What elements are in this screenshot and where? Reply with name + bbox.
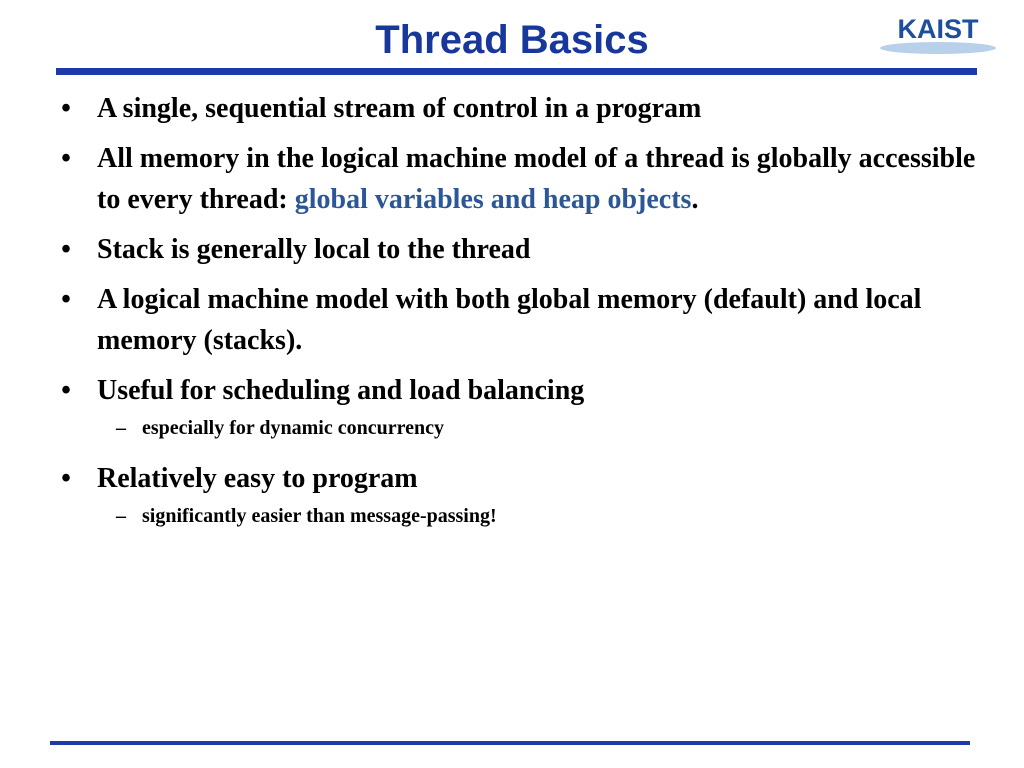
bullet-item: • Useful for scheduling and load balanci…: [56, 370, 976, 411]
bullet-marker: •: [61, 234, 71, 265]
bullet-text: A logical machine model with both global…: [97, 284, 922, 356]
bullet-marker: •: [61, 375, 71, 406]
sub-bullet-item: – especially for dynamic concurrency: [56, 414, 976, 442]
bullet-item: • All memory in the logical machine mode…: [56, 138, 976, 220]
slide-title: Thread Basics: [375, 18, 649, 62]
bullet-text: A single, sequential stream of control i…: [97, 93, 702, 124]
bullet-text: Stack is generally local to the thread: [97, 234, 531, 265]
sub-bullet-item: – significantly easier than message-pass…: [56, 502, 976, 530]
bullet-text: All memory in the logical machine model …: [97, 143, 976, 215]
sub-bullet-text: significantly easier than message-passin…: [142, 505, 497, 527]
bullet-list: • A single, sequential stream of control…: [56, 88, 976, 546]
sub-bullet-marker: –: [116, 505, 126, 527]
bullet-text: Useful for scheduling and load balancing: [97, 375, 585, 406]
sub-bullet-marker: –: [116, 417, 126, 439]
bullet-highlight: global variables and heap objects: [294, 184, 692, 215]
bullet-marker: •: [61, 143, 71, 174]
bullet-item: • A logical machine model with both glob…: [56, 279, 976, 361]
bullet-item: • Stack is generally local to the thread: [56, 229, 976, 270]
logo-text: KAIST: [898, 14, 980, 44]
kaist-logo: KAIST: [880, 14, 996, 54]
bullet-item: • A single, sequential stream of control…: [56, 88, 976, 129]
footer-rule: [50, 741, 970, 745]
bullet-marker: •: [61, 284, 71, 315]
bullet-marker: •: [61, 93, 71, 124]
bullet-marker: •: [61, 463, 71, 494]
bullet-suffix: .: [691, 184, 699, 215]
header-rule: [56, 68, 977, 75]
bullet-text: Relatively easy to program: [97, 463, 418, 494]
sub-bullet-text: especially for dynamic concurrency: [142, 417, 444, 439]
bullet-item: • Relatively easy to program: [56, 458, 976, 499]
